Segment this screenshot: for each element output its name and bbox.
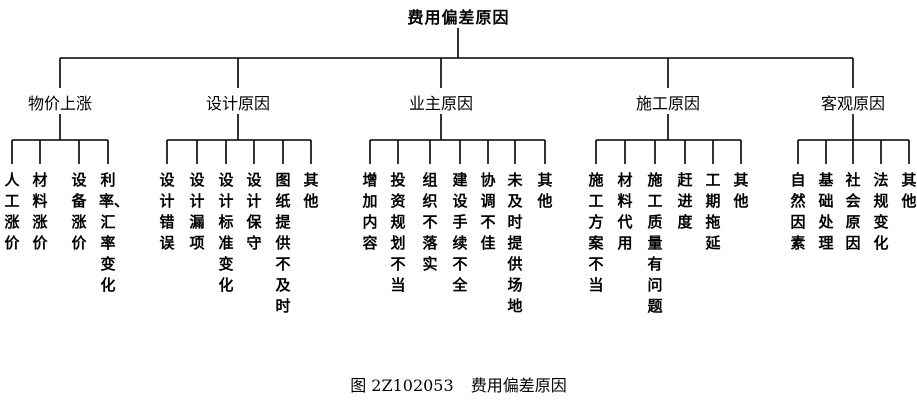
cause-item: 投资规划不当 <box>390 171 406 294</box>
cause-item: 设备涨价 <box>71 171 87 252</box>
cause-item: 其他 <box>537 171 553 210</box>
cause-item: 施工方案不当 <box>588 171 604 294</box>
cause-item: 增加内容 <box>362 171 378 252</box>
category-label: 物价上涨 <box>27 94 93 113</box>
category-label: 施工原因 <box>635 94 701 113</box>
cause-item: 组织不落实 <box>422 171 438 273</box>
cause-item: 其他 <box>901 171 917 210</box>
figure-title: 费用偏差原因 <box>470 376 567 395</box>
cause-item: 施工质量有问题 <box>647 171 663 315</box>
cause-item: 设计错误 <box>159 171 175 252</box>
category-label: 设计原因 <box>205 94 271 113</box>
category-label: 业主原因 <box>408 94 474 113</box>
category-label: 客观原因 <box>820 94 886 113</box>
cause-item: 利率、汇率变化 <box>99 171 130 294</box>
cause-item: 设计标准变化 <box>218 171 234 294</box>
figure-number: 图 2Z102053 <box>350 376 454 395</box>
cause-item: 人工涨价 <box>4 171 20 252</box>
cause-item: 社会原因 <box>845 171 861 252</box>
cause-item: 法规变化 <box>873 171 889 252</box>
cause-item: 设计漏项 <box>189 171 205 252</box>
root-node-label: 费用偏差原因 <box>407 8 510 27</box>
cause-item: 其他 <box>303 171 319 210</box>
cause-item: 其他 <box>733 171 749 210</box>
cause-item: 图纸提供不及时 <box>275 171 291 315</box>
cause-item: 材料代用 <box>617 171 633 252</box>
cause-item: 基础处理 <box>818 171 834 252</box>
cause-item: 协调不佳 <box>480 171 496 252</box>
cause-item: 工期拖延 <box>705 171 721 252</box>
cause-item: 材料涨价 <box>32 171 48 252</box>
cause-item: 自然因素 <box>790 171 806 252</box>
cause-item: 赶进度 <box>677 171 693 231</box>
cause-item: 建设手续不全 <box>452 171 468 294</box>
figure-caption: 图 2Z102053 费用偏差原因 <box>0 372 917 396</box>
cause-item: 未及时提供场地 <box>507 171 523 315</box>
cause-item: 设计保守 <box>246 171 262 252</box>
